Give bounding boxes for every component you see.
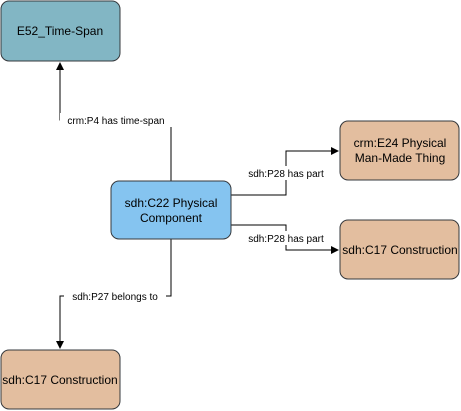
node-physical-thing[interactable]: crm:E24 Physical Man-Made Thing	[339, 120, 460, 181]
node-construction-bottom-label: sdh:C17 Construction	[2, 373, 117, 387]
node-physical-thing-label-line1: crm:E24 Physical	[354, 136, 447, 150]
edge-belongs-to: sdh:P27 belongs to	[56, 239, 172, 349]
edge-label-has-time-span: crm:P4 has time-span	[67, 116, 164, 127]
edge-label-belongs-to: sdh:P27 belongs to	[72, 292, 158, 303]
edge-label-has-part-lower: sdh:P28 has part	[248, 234, 324, 245]
node-physical-component-label-line2: Component	[140, 211, 203, 225]
node-physical-thing-label-line2: Man-Made Thing	[355, 151, 446, 165]
edge-has-time-span: crm:P4 has time-span	[56, 62, 172, 182]
edge-has-part-upper: sdh:P28 has part	[231, 147, 339, 196]
node-time-span-label: E52_Time-Span	[17, 24, 103, 38]
edge-label-has-part-upper: sdh:P28 has part	[248, 169, 324, 180]
node-time-span[interactable]: E52_Time-Span	[0, 0, 121, 62]
node-construction-right-label: sdh:C17 Construction	[342, 243, 457, 257]
node-construction-bottom[interactable]: sdh:C17 Construction	[0, 349, 121, 410]
node-physical-component-label-line1: sdh:C22 Physical	[125, 196, 218, 210]
node-physical-component[interactable]: sdh:C22 Physical Component	[110, 180, 232, 240]
edge-has-part-lower: sdh:P28 has part	[231, 224, 339, 254]
node-construction-right[interactable]: sdh:C17 Construction	[339, 219, 460, 280]
